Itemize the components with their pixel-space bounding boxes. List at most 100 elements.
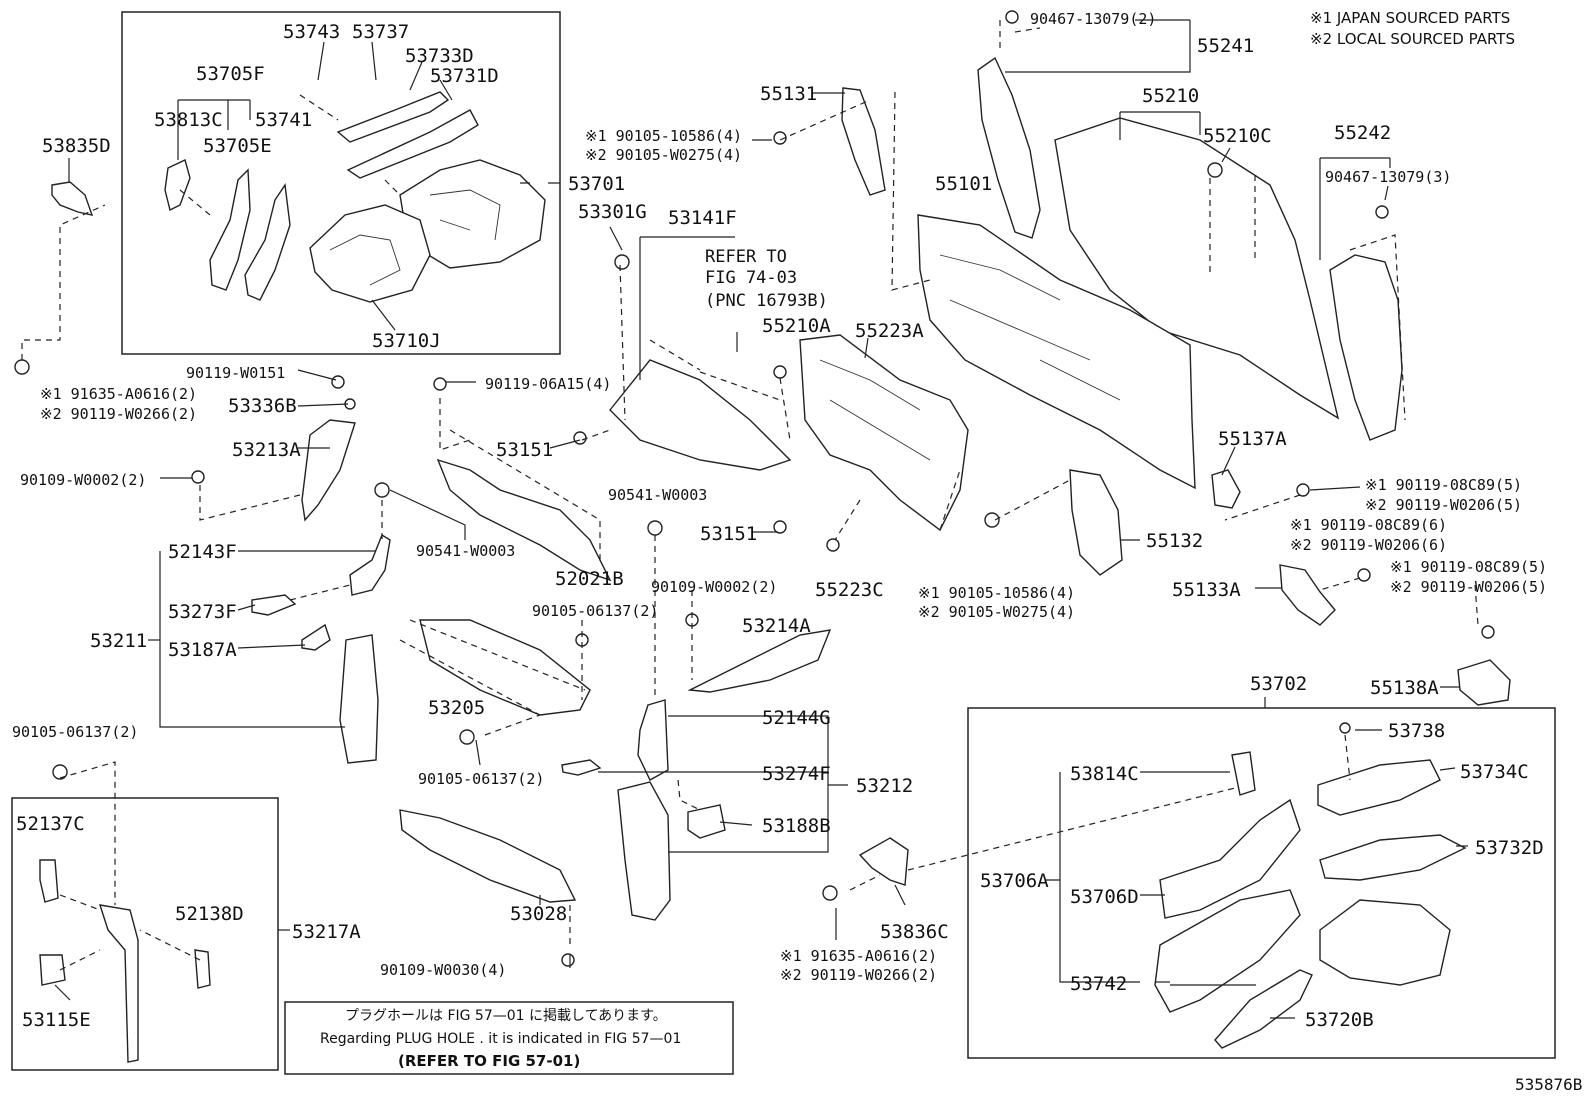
label-55242: 55242 [1334,122,1391,144]
label-55210A: 55210A [762,315,831,337]
label-53738: 53738 [1388,720,1445,742]
label-90105-06137-c: 90105-06137(2) [418,770,544,788]
label-55101: 55101 [935,173,992,195]
label-52021B: 52021B [555,568,624,590]
label-52138D: 52138D [175,903,244,925]
note-en: Regarding PLUG HOLE . it is indicated in… [320,1031,681,1047]
label-53211: 53211 [90,630,147,652]
label-53732D: 53732D [1475,837,1544,859]
diagram-id: 535876B [1515,1075,1582,1094]
label-55132: 55132 [1146,530,1203,552]
fastener-shapes [14,10,1495,967]
label-55210C: 55210C [1203,125,1272,147]
label-53705F: 53705F [196,63,265,85]
label-90119-W0206-6: ※2 90119-W0206(6) [1290,536,1447,554]
label-90119-06A15: 90119-06A15(4) [485,375,611,393]
label-53734C: 53734C [1460,761,1529,783]
label-53741: 53741 [255,109,312,131]
label-55138A: 55138A [1370,677,1439,699]
box-note [284,1001,734,1075]
box-53702-group [967,707,1556,1059]
label-53706D: 53706D [1070,886,1139,908]
refer-line1: REFER TO [705,247,787,267]
label-90109-W0030: 90109-W0030(4) [380,961,506,979]
label-55133A: 55133A [1172,579,1241,601]
label-55137A: 55137A [1218,428,1287,450]
label-90105-10586-a: ※1 90105-10586(4) [585,127,742,145]
label-53301G: 53301G [578,201,647,223]
label-53705E: 53705E [203,135,272,157]
legend-japan: ※1 JAPAN SOURCED PARTS [1310,9,1510,27]
label-53028: 53028 [510,903,567,925]
label-53733D: 53733D [405,45,474,67]
label-53273F: 53273F [168,601,237,623]
label-55241: 55241 [1197,35,1254,57]
label-53141F: 53141F [668,207,737,229]
label-90105-06137-b: 90105-06137(2) [12,723,138,741]
label-53213A: 53213A [232,439,301,461]
label-90467-13079-2: 90467-13079(2) [1030,10,1156,28]
label-90119-08C89-6: ※1 90119-08C89(6) [1290,516,1447,534]
note-ref: (REFER TO FIG 57-01) [398,1052,580,1070]
label-90105-10586-b: ※1 90105-10586(4) [918,584,1075,602]
label-90119-W0151: 90119-W0151 [186,364,285,382]
label-90541-W0003-b: 90541-W0003 [416,542,515,560]
label-53836C: 53836C [880,921,949,943]
label-53212: 53212 [856,775,913,797]
label-90105-W0275-a: ※2 90105-W0275(4) [585,146,742,164]
label-52137C: 52137C [16,813,85,835]
label-53187A: 53187A [168,639,237,661]
label-53274F: 53274F [762,763,831,785]
refer-line3: (PNC 16793B) [705,291,828,311]
label-53731D: 53731D [430,65,499,87]
label-52144G: 52144G [762,707,831,729]
label-53336B: 53336B [228,395,297,417]
label-53742: 53742 [1070,973,1127,995]
label-53720B: 53720B [1305,1009,1374,1031]
label-90119-08C89-5b: ※1 90119-08C89(5) [1390,558,1547,576]
label-53702: 53702 [1250,673,1307,695]
label-90105-W0275-b: ※2 90105-W0275(4) [918,603,1075,621]
label-90109-W0002-b: 90109-W0002(2) [651,578,777,596]
label-55223A: 55223A [855,320,924,342]
refer-line2: FIG 74-03 [705,268,797,288]
label-53835D: 53835D [42,135,111,157]
part-labels: 53743 53737 53733D 53731D 53705F 53813C … [12,10,1547,1031]
label-90467-13079-3: 90467-13079(3) [1325,168,1451,186]
label-53214A: 53214A [742,615,811,637]
label-53706A: 53706A [980,870,1049,892]
label-53188B: 53188B [762,815,831,837]
label-53701: 53701 [568,173,625,195]
leader-lines [54,19,1468,1019]
box-53217A-group [11,797,279,1071]
label-55210: 55210 [1142,85,1199,107]
part-shapes [14,10,1511,1063]
label-52143F: 52143F [168,541,237,563]
label-53205: 53205 [428,697,485,719]
label-53813C: 53813C [154,109,223,131]
label-91635-A0616-a: ※1 91635-A0616(2) [40,385,197,403]
label-90105-06137-a: 90105-06137(2) [532,602,658,620]
label-53115E: 53115E [22,1009,91,1031]
label-53151-b: 53151 [700,523,757,545]
label-53151-a: 53151 [496,439,553,461]
label-55131: 55131 [760,83,817,105]
label-53814C: 53814C [1070,763,1139,785]
label-55223C: 55223C [815,579,884,601]
label-90119-W0206-5b: ※2 90119-W0206(5) [1390,578,1547,596]
label-53737: 53737 [352,21,409,43]
dashed-lines [22,20,1479,971]
legend-local: ※2 LOCAL SOURCED PARTS [1310,30,1515,48]
note-jp: プラグホールは FIG 57—01 に掲載してあります。 [345,1008,667,1024]
label-53710J: 53710J [372,330,441,352]
label-53217A: 53217A [292,921,361,943]
label-90541-W0003-a: 90541-W0003 [608,486,707,504]
label-90119-W0266-b: ※2 90119-W0266(2) [780,966,937,984]
label-90119-08C89-5a: ※1 90119-08C89(5) [1365,476,1522,494]
label-90109-W0002-a: 90109-W0002(2) [20,471,146,489]
label-91635-A0616-b: ※1 91635-A0616(2) [780,947,937,965]
label-90119-W0266-a: ※2 90119-W0266(2) [40,405,197,423]
label-53743: 53743 [283,21,340,43]
label-90119-W0206-5a: ※2 90119-W0206(5) [1365,496,1522,514]
